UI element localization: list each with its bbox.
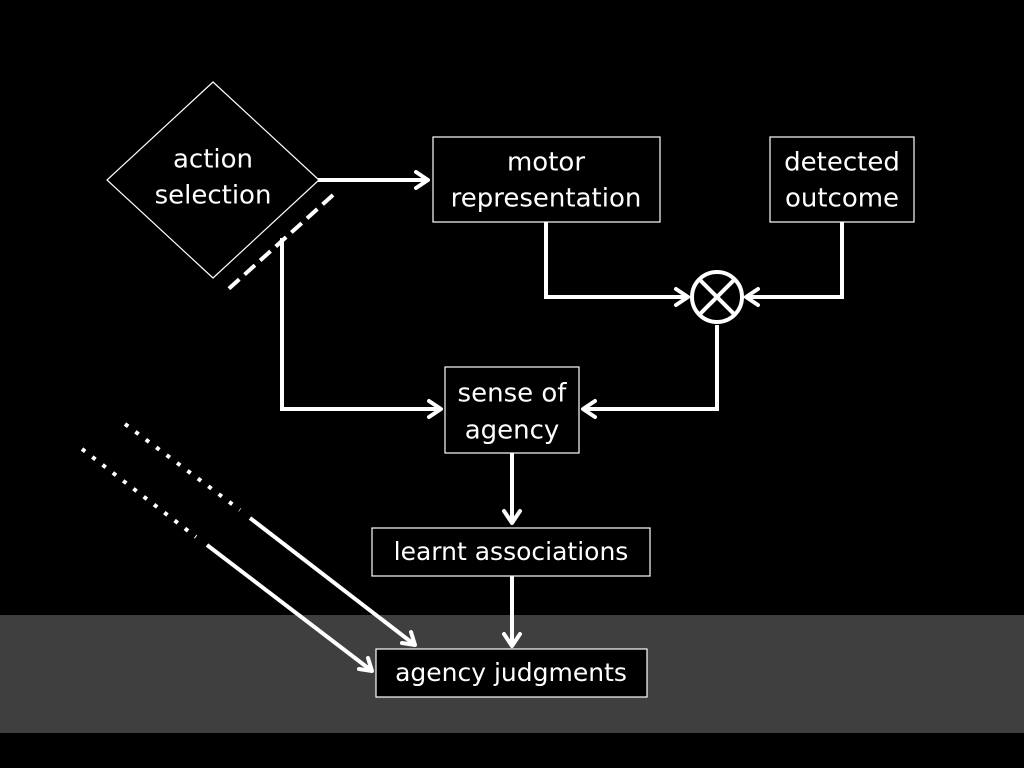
node-detected-outcome: detected outcome xyxy=(769,136,915,223)
arrowhead-outcome-to-comparator xyxy=(744,287,760,307)
edge-lower-dotted xyxy=(80,447,198,539)
node-motor-representation: motor representation xyxy=(432,136,661,223)
edge-lower-solid xyxy=(205,543,374,673)
comparator-icon xyxy=(690,270,744,324)
edge-outcome-to-comparator xyxy=(746,222,844,299)
arrowhead-action-to-motor xyxy=(414,170,430,190)
arrowhead-learnt-to-judgments xyxy=(502,632,522,648)
edge-motor-to-comparator xyxy=(544,222,688,299)
box-shape xyxy=(371,527,651,577)
arrowhead-upper-diagonal xyxy=(400,630,417,647)
node-learnt-associations: learnt associations xyxy=(371,527,651,577)
arrowhead-comparator-to-agency xyxy=(581,399,597,419)
edge-upper-solid xyxy=(248,516,417,647)
node-label-line: agency xyxy=(465,416,560,446)
edge-comparator-to-agency xyxy=(583,325,719,411)
box-shape xyxy=(769,136,915,223)
node-label-line: representation xyxy=(451,184,642,214)
arrowhead-lower-diagonal xyxy=(357,656,374,673)
node-label-line: detected xyxy=(784,148,900,178)
node-label-line: selection xyxy=(155,181,272,211)
diamond-shape xyxy=(106,81,320,279)
node-label: agency judgments xyxy=(395,658,627,687)
box-shape xyxy=(444,366,580,454)
box-shape xyxy=(432,136,661,223)
node-agency-judgments: agency judgments xyxy=(375,648,648,698)
edge-action-to-agency xyxy=(280,238,441,411)
node-label-line: action xyxy=(173,145,253,175)
box-shape xyxy=(375,648,648,698)
edge-dashed-efference xyxy=(222,193,335,295)
arrowhead-agency-to-learnt xyxy=(502,509,522,525)
node-sense-of-agency: sense of agency xyxy=(444,366,580,454)
node-label-line: outcome xyxy=(785,184,899,214)
node-label: learnt associations xyxy=(394,537,629,566)
arrowhead-motor-to-comparator xyxy=(674,287,690,307)
node-label-line: motor xyxy=(507,148,585,178)
node-action-selection: action selection xyxy=(106,81,320,279)
edge-upper-dotted xyxy=(123,422,242,512)
arrowhead-action-to-agency xyxy=(427,399,443,419)
node-label-line: sense of xyxy=(458,379,568,409)
